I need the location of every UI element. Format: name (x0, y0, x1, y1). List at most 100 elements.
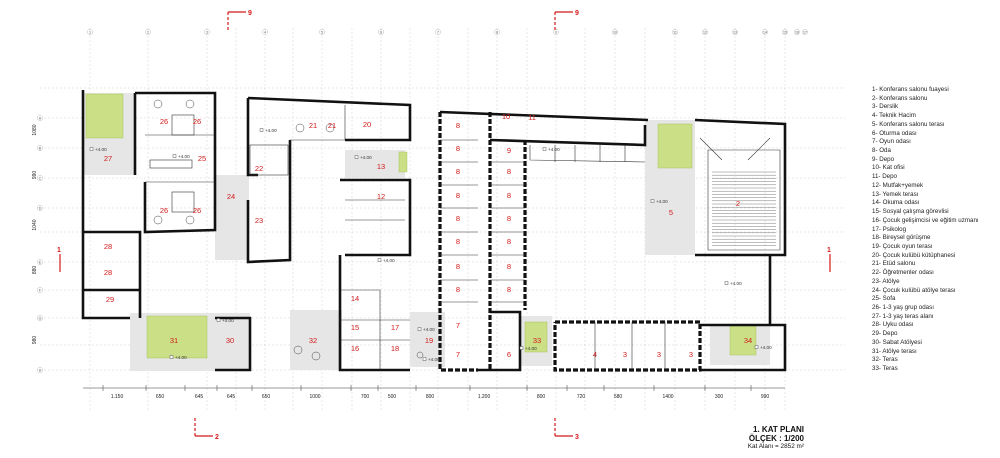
axis-label: 8 (496, 30, 498, 34)
room-number-4: 4 (593, 350, 597, 359)
axis-label: 16 (795, 30, 799, 34)
level-label: +4.00 (175, 355, 187, 360)
room-number-8f: 8 (456, 237, 460, 246)
dimension-label: 645 (227, 394, 236, 400)
level-marker-icon (216, 318, 221, 322)
level-marker-icon (519, 346, 524, 350)
level-marker-icon (724, 281, 729, 285)
legend-item: 20- Çocuk kulübü kütüphanesi (872, 251, 956, 259)
axis-label: 3 (206, 30, 208, 34)
level-marker-icon (377, 258, 382, 262)
room-number-8m: 8 (507, 262, 511, 271)
legend-item: 14- Okuma odası (872, 199, 920, 207)
legend-item: 4- Teknik Hacim (872, 112, 916, 120)
room-number-12: 12 (377, 192, 385, 201)
axis-label: 14 (763, 30, 767, 34)
room-number-8i: 8 (507, 167, 511, 176)
level-label: +4.00 (656, 199, 668, 204)
legend-item: 7- Oyun odası (872, 138, 911, 146)
room-number-8c: 8 (456, 167, 460, 176)
room-number-11: 11 (528, 113, 536, 122)
legend-item: 33- Teras (872, 365, 898, 372)
green-terraces (85, 93, 757, 359)
room-number-22: 22 (255, 164, 263, 173)
section-marker-label: 1 (57, 247, 61, 254)
room-number-26d: 26 (193, 206, 201, 215)
room-number-5: 5 (669, 208, 673, 217)
side-dimension-label: 880 (32, 266, 38, 275)
legend-item: 11- Depo (872, 173, 897, 181)
level-label: +4.00 (548, 147, 560, 152)
legend-item: 18- Bireysel görüşme (872, 234, 931, 242)
side-dimension-label: 980 (32, 336, 38, 345)
furniture (153, 99, 424, 361)
level-label: +4.00 (360, 155, 372, 160)
level-markers: +4.00 +4.00 +4.00 +4.00 +4.00 +4.00 +4.00 +4.00… (89, 128, 772, 362)
room-number-8a: 8 (456, 121, 460, 130)
legend-item: 28- Uyku odası (872, 321, 914, 329)
room-number-9: 9 (507, 146, 511, 155)
room-number-24: 24 (227, 192, 235, 201)
dimension-label: 720 (577, 394, 586, 400)
level-label: +4.00 (383, 258, 395, 263)
level-label: +4.00 (265, 128, 277, 133)
room-number-23: 23 (255, 216, 263, 225)
room-number-7a: 7 (456, 321, 460, 330)
room-number-8j: 8 (507, 191, 511, 200)
room-number-10: 10 (502, 112, 510, 121)
axis-label: 4 (264, 30, 266, 34)
room-number-26b: 26 (193, 117, 201, 126)
section-marker-label: 2 (215, 434, 219, 441)
room-number-26a: 26 (160, 117, 168, 126)
room-number-17: 17 (391, 323, 399, 332)
legend-item: 13- Yemek terası (872, 190, 919, 198)
room-number-13: 13 (377, 162, 385, 171)
room-number-18: 18 (391, 344, 399, 353)
legend-item: 32- Teras (872, 356, 898, 364)
row-label: D (39, 206, 42, 210)
room-number-8l: 8 (507, 237, 511, 246)
room-number-8n: 8 (507, 285, 511, 294)
row-label: F (39, 288, 42, 292)
level-label: +4.00 (730, 281, 742, 286)
axis-label: 11 (673, 30, 677, 34)
seating-rows (712, 171, 776, 246)
dimension-label: 990 (761, 394, 770, 400)
dimension-label: 1000 (309, 394, 320, 400)
plan-area: Kat Alanı = 2852 m² (747, 443, 804, 450)
room-number-34: 34 (744, 336, 752, 345)
level-marker-icon (89, 147, 94, 151)
room-number-32: 32 (309, 336, 317, 345)
level-label: +4.00 (95, 147, 107, 152)
room-number-3b: 3 (657, 350, 661, 359)
room-number-19: 19 (425, 336, 433, 345)
room-number-33: 33 (533, 336, 541, 345)
dimension-label: 1400 (662, 394, 673, 400)
room-number-8g: 8 (456, 262, 460, 271)
row-label: C (39, 176, 42, 180)
walls (81, 90, 787, 372)
dimension-label: 650 (156, 394, 165, 400)
legend-item: 30- Sabat Atölyesi (872, 338, 922, 346)
axis-label: 12 (703, 30, 707, 34)
level-marker-icon (422, 357, 427, 361)
row-label: E (39, 260, 42, 264)
legend-item: 15- Sosyal çalışma görevlisi (872, 208, 949, 216)
room-number-16: 16 (351, 344, 359, 353)
section-marker-label: 1 (827, 247, 831, 254)
section-marker-label: 9 (575, 10, 579, 17)
room-number-31: 31 (170, 336, 178, 345)
room-number-2: 2 (736, 199, 740, 208)
dimension-label: 1.150 (111, 394, 124, 400)
legend-item: 2- Konferans salonu (872, 94, 928, 102)
row-label: A (39, 116, 42, 120)
level-label: +4.00 (423, 327, 435, 332)
level-label: +4.00 (222, 318, 234, 323)
legend-item: 1- Konferans salonu fuayesi (872, 86, 949, 93)
dimension-label: 300 (715, 394, 724, 400)
level-label: +4.00 (178, 154, 190, 159)
axis-label: 6 (380, 30, 382, 34)
room-number-8b: 8 (456, 144, 460, 153)
